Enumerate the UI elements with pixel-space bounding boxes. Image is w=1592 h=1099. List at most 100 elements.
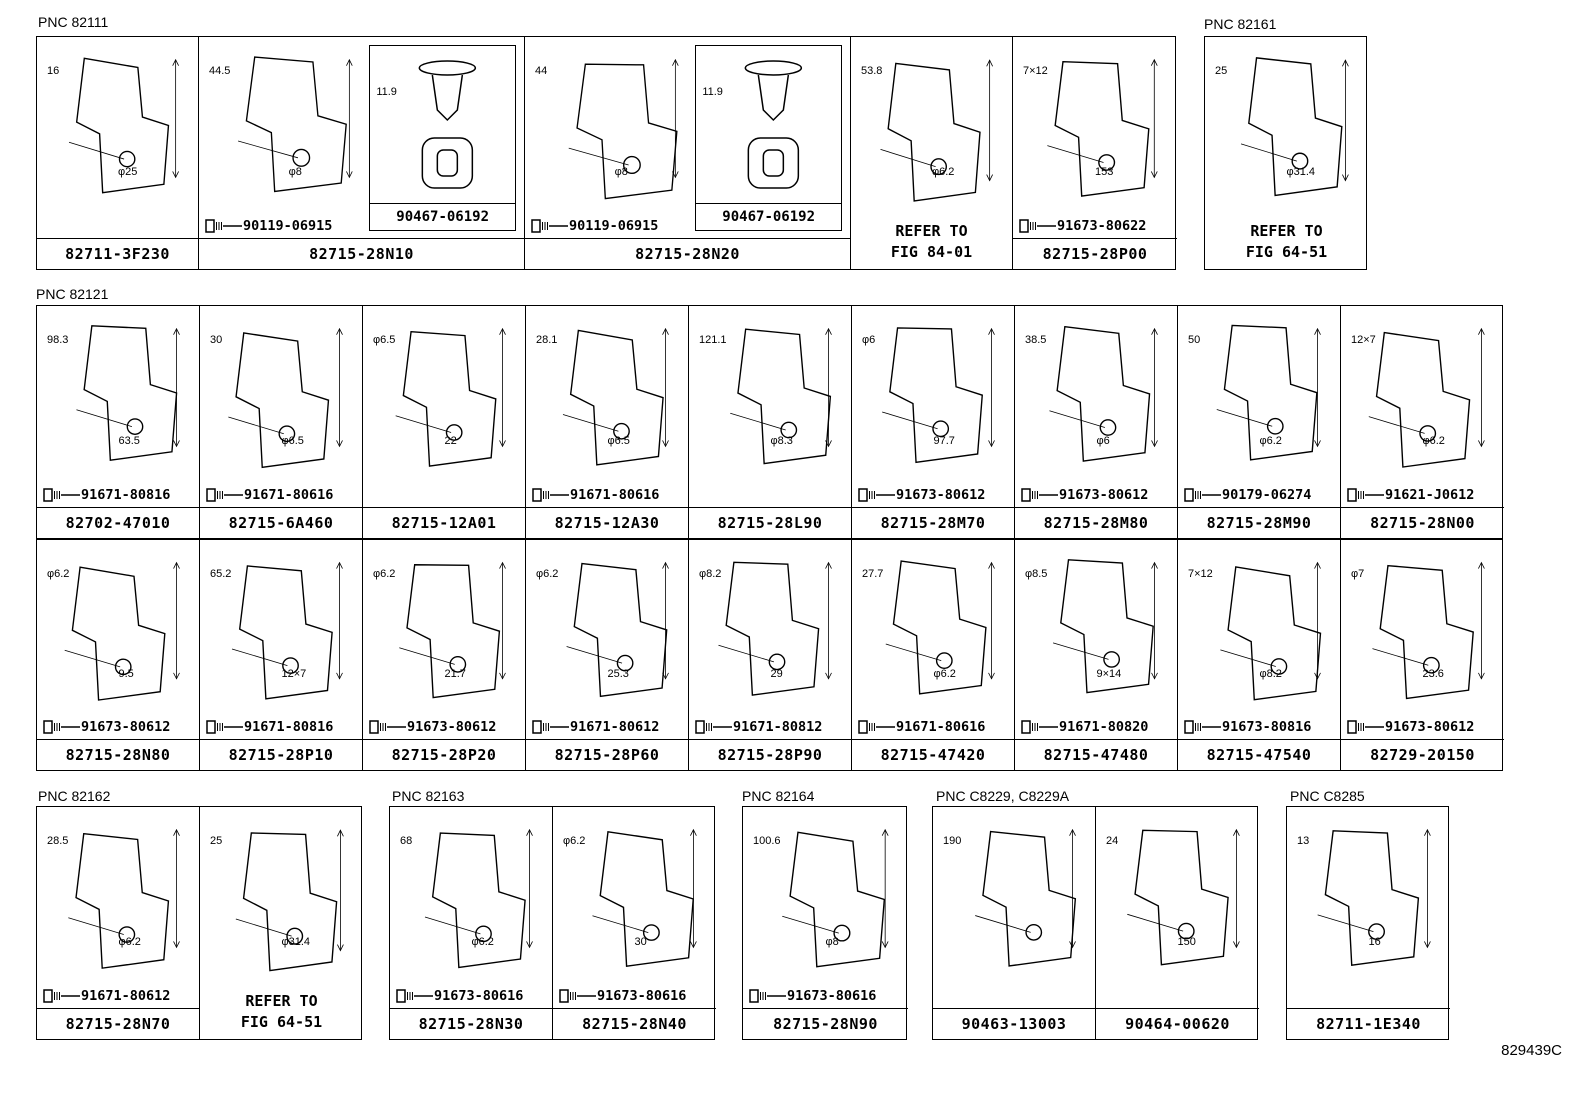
part-number: 82715-28N70 (37, 1008, 199, 1039)
part-drawing (1019, 546, 1173, 712)
pnc-label-82121: PNC 82121 (36, 286, 109, 302)
bolt-part-number: 91671-80812 (733, 719, 823, 735)
dimension-label: 121.1 (699, 334, 727, 346)
clip-part-number: 90467-06192 (696, 203, 841, 230)
dimension-label: φ8 (614, 165, 628, 178)
bolt-part-number: 91673-80612 (407, 719, 497, 735)
dimension-label: φ6 (1096, 434, 1110, 447)
dimension-label: 190 (943, 835, 962, 847)
part-number: 82715-28M90 (1178, 507, 1340, 538)
dimension-label: φ31.4 (1286, 165, 1316, 178)
bolt-icon (43, 720, 80, 734)
bolt-icon (1019, 219, 1056, 233)
bolt-part-number: 90179-06274 (1222, 487, 1312, 503)
part-drawing (41, 43, 194, 211)
dimension-label: φ6.2 (1259, 434, 1282, 447)
pnc-label-82162: PNC 82162 (38, 788, 111, 804)
part-number: 82711-1E340 (1287, 1008, 1450, 1039)
bolt-callout: 91673-80616 (559, 987, 686, 1005)
dimension-label: 98.3 (47, 334, 69, 346)
part-number: 82715-28N30 (390, 1008, 552, 1039)
bolt-icon (858, 488, 895, 502)
pnc-label-c8229: PNC C8229, C8229A (936, 788, 1070, 804)
dimension-label: φ6.2 (933, 667, 956, 680)
dimension-label: φ6.2 (1422, 434, 1445, 447)
bolt-part-number: 91673-80612 (1385, 719, 1475, 735)
bolt-icon (1021, 488, 1058, 502)
bolt-callout: 91673-80612 (1347, 718, 1474, 736)
clip-drawing (700, 50, 837, 200)
part-drawing (747, 813, 904, 981)
part-drawing (394, 813, 548, 981)
dimension-label: 9.5 (118, 667, 134, 680)
dimension-label: 11.9 (702, 86, 723, 98)
clip-part-number: 90467-06192 (370, 203, 515, 230)
part-number: 82715-47420 (852, 739, 1014, 770)
pnc-label-c8285: PNC C8285 (1290, 788, 1365, 804)
bolt-icon (1021, 720, 1058, 734)
part-number: 82715-28N90 (743, 1008, 908, 1039)
bolt-part-number: 91671-80616 (570, 487, 660, 503)
part-number: 82715-12A01 (363, 507, 525, 538)
bolt-callout: 91671-80616 (858, 718, 985, 736)
bolt-icon (369, 720, 406, 734)
part-number: 82729-20150 (1341, 739, 1504, 770)
dimension-label: φ6.2 (47, 568, 70, 580)
dimension-label: φ6.2 (471, 935, 494, 948)
bolt-icon (205, 219, 242, 233)
dimension-label: 29 (770, 667, 783, 680)
part-drawing (530, 312, 684, 480)
bolt-part-number: 91671-80612 (570, 719, 660, 735)
dimension-label: 97.7 (933, 434, 955, 447)
part-drawing (1100, 813, 1255, 981)
part-drawing (41, 312, 195, 480)
bolt-callout: 91671-80812 (695, 718, 822, 736)
dimension-label: 16 (47, 65, 60, 77)
refer-to-line: REFER TO (1250, 222, 1323, 240)
bolt-part-number: 91673-80612 (1059, 487, 1149, 503)
dimension-label: φ6.2 (373, 568, 396, 580)
part-drawing (1291, 813, 1446, 981)
part-drawing (203, 43, 369, 211)
dimension-label: 30 (634, 935, 647, 948)
bolt-callout: 90119-06915 (531, 217, 658, 235)
part-number: 82715-28P00 (1013, 238, 1177, 269)
part-number: 82715-12A30 (526, 507, 688, 538)
refer-to-line: FIG 64-51 (240, 1013, 323, 1031)
part-drawing (204, 546, 358, 712)
part-drawing (937, 813, 1091, 981)
dimension-label: 24 (1106, 835, 1119, 847)
bolt-icon (43, 488, 80, 502)
dimension-label: φ6.2 (563, 835, 586, 847)
bolt-callout: 91673-80612 (1021, 486, 1148, 504)
part-number: 90463-13003 (933, 1008, 1095, 1039)
dimension-label: φ6.5 (373, 334, 396, 346)
bolt-icon (1184, 488, 1221, 502)
dimension-label: 44.5 (209, 65, 231, 77)
pnc-label-82163: PNC 82163 (392, 788, 465, 804)
dimension-label: φ6.2 (536, 568, 559, 580)
part-number: 82715-28P90 (689, 739, 851, 770)
figure-code: 829439C (1501, 1042, 1562, 1059)
bolt-part-number: 91671-80616 (244, 487, 334, 503)
dimension-label: 65.2 (210, 568, 232, 580)
